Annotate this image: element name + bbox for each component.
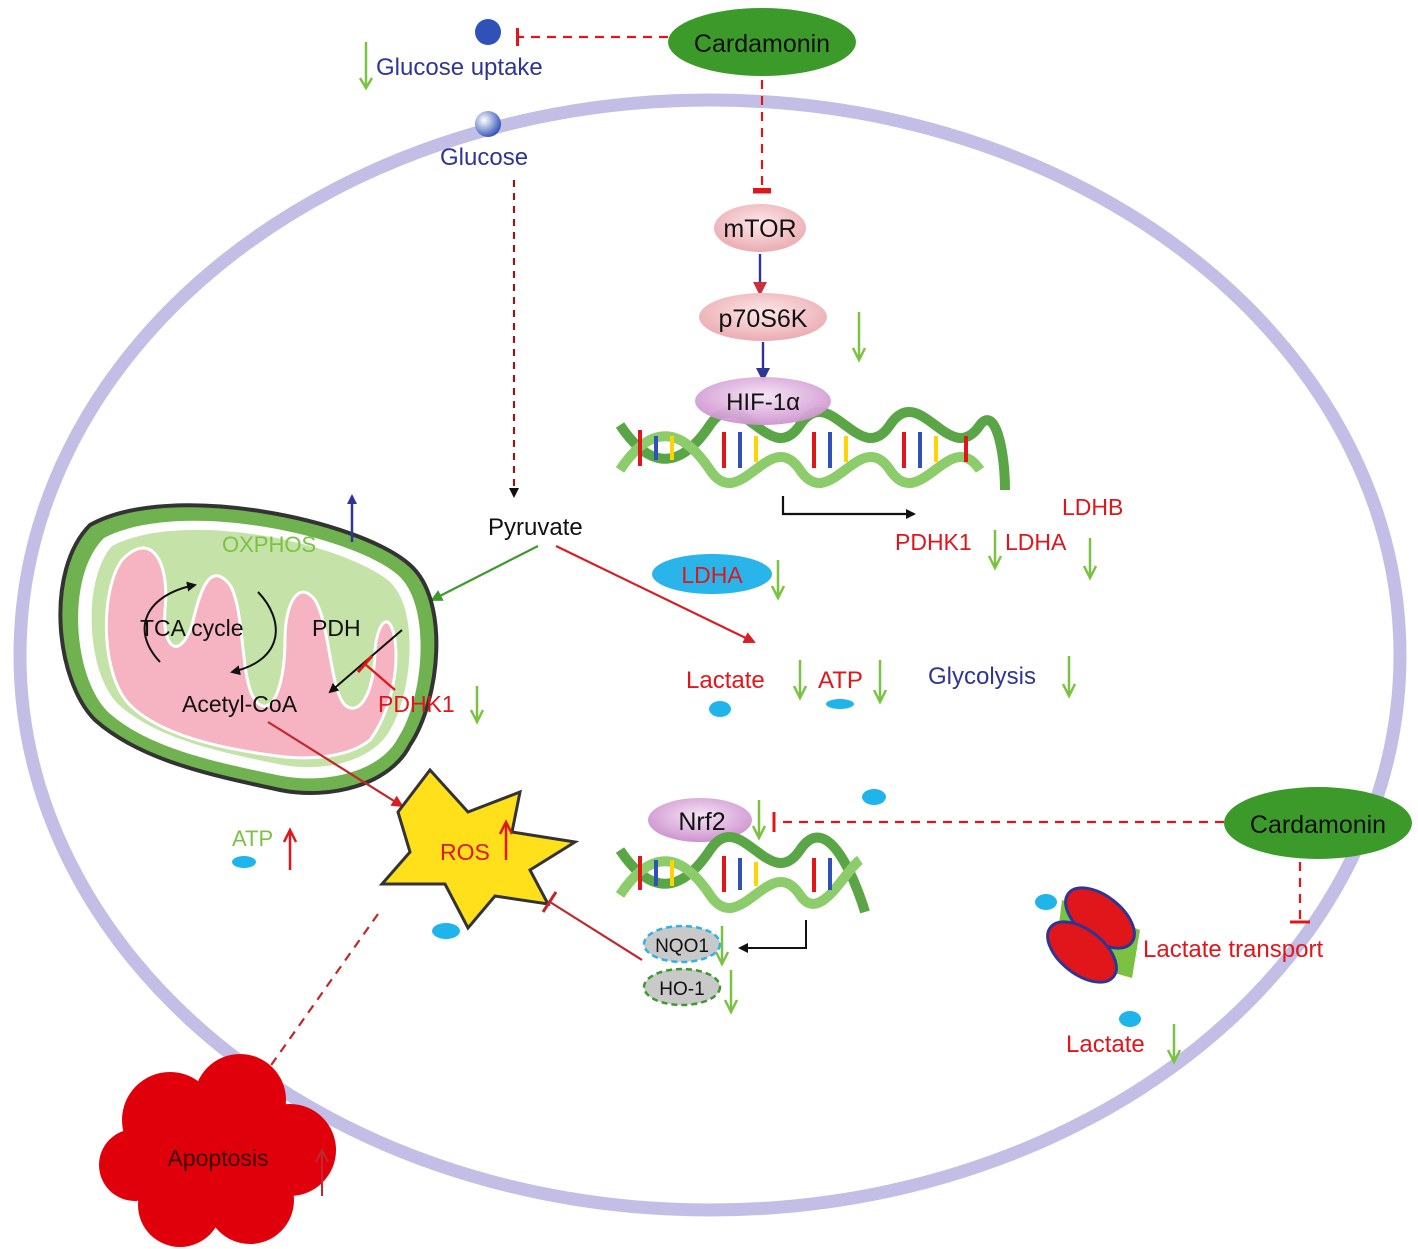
pdhk1-gene-label: PDHK1 bbox=[895, 529, 972, 555]
nrf2-label: Nrf2 bbox=[678, 808, 725, 836]
droplet-5 bbox=[432, 923, 460, 939]
apoptosis-up-arrowhead bbox=[315, 1147, 329, 1163]
glucose-label: Glucose bbox=[440, 144, 528, 171]
p70s6k-down-arrowhead bbox=[851, 347, 867, 363]
lactate-out-down-arrowhead bbox=[1166, 1049, 1182, 1065]
ros-label: ROS bbox=[440, 839, 490, 865]
nqo1-down-arrowhead bbox=[714, 951, 730, 967]
glucose-uptake-down-arrowhead bbox=[358, 77, 374, 91]
mtor-node bbox=[714, 204, 806, 252]
glycolysis-down-arrowhead bbox=[1061, 683, 1077, 699]
cell-membrane bbox=[13, 93, 1407, 1217]
glucose-molecule-inside-icon bbox=[475, 111, 501, 137]
lactate-out-label: Lactate bbox=[1066, 1031, 1145, 1058]
nqo1-node bbox=[642, 924, 722, 964]
atp-mid-label: ATP bbox=[818, 667, 863, 694]
lactate-mid-label: Lactate bbox=[686, 667, 765, 694]
mtor-to-p70s6k-arrowhead bbox=[753, 282, 767, 296]
dna-helix-top bbox=[615, 407, 1010, 491]
ros-star bbox=[378, 767, 580, 931]
cardamonin-right-node bbox=[1224, 787, 1412, 859]
cardamonin-top-node bbox=[668, 8, 856, 76]
tca-cycle-label: TCA cycle bbox=[140, 615, 244, 641]
pdhk1-inhibits-pdh-line bbox=[364, 663, 396, 691]
droplet-4 bbox=[232, 856, 256, 868]
pdhk1-inhibition-bar bbox=[356, 655, 374, 673]
nrf2-node bbox=[648, 798, 752, 842]
ho1-down-arrowhead bbox=[723, 999, 739, 1015]
cardamonin-top-label: Cardamonin bbox=[694, 30, 830, 58]
p70s6k-label: p70S6K bbox=[719, 305, 808, 333]
lactate-transporter-icon bbox=[1046, 886, 1140, 984]
droplet-1 bbox=[709, 701, 731, 717]
droplet-7 bbox=[1119, 1011, 1141, 1027]
nrf2-transcription-arrow bbox=[738, 920, 807, 953]
pdhk1-mito-label: PDHK1 bbox=[378, 691, 455, 717]
apoptosis-label: Apoptosis bbox=[167, 1145, 268, 1171]
pdhk1-gene-down-arrowhead bbox=[987, 555, 1003, 571]
mitochondrion bbox=[58, 503, 439, 795]
pyruvate-to-lactate-arrow bbox=[555, 545, 756, 644]
ldha-enzyme-down-arrowhead bbox=[770, 585, 786, 601]
pyruvate-label: Pyruvate bbox=[488, 514, 583, 541]
lactate-mid-down-arrowhead bbox=[792, 685, 808, 701]
ldhb-gene-label: LDHB bbox=[1062, 494, 1123, 520]
glucose-uptake-label: Glucose uptake bbox=[376, 54, 543, 81]
pdh-label: PDH bbox=[312, 615, 361, 641]
ldha-gene-label: LDHA bbox=[1005, 529, 1067, 555]
glycolysis-label: Glycolysis bbox=[928, 663, 1036, 690]
ho1-label: HO-1 bbox=[659, 979, 704, 1000]
hif-1a-label: HIF-1α bbox=[726, 389, 800, 416]
ldha-enzyme-label: LDHA bbox=[681, 562, 743, 588]
dna-helix-bottom bbox=[615, 832, 870, 914]
atp-left-label: ATP bbox=[232, 826, 273, 851]
lactate-transport-label: Lactate transport bbox=[1143, 936, 1323, 963]
tca-cycle-arrow-2 bbox=[230, 591, 277, 676]
mtor-label: mTOR bbox=[723, 215, 796, 243]
ros-inhibition-bar bbox=[541, 891, 558, 913]
nqo1-label: NQO1 bbox=[655, 936, 709, 957]
atp-mid-down-arrowhead bbox=[872, 689, 888, 705]
nrf2-down-arrowhead bbox=[751, 825, 767, 841]
p70s6k-node bbox=[699, 293, 827, 341]
acetyl-coa-to-ros-arrow bbox=[267, 721, 404, 808]
droplet-6 bbox=[1035, 894, 1057, 910]
pdhk1-mito-down-arrowhead bbox=[469, 709, 485, 725]
glucose-molecule-outside-icon bbox=[475, 19, 501, 45]
cardamonin-right-label: Cardamonin bbox=[1250, 811, 1386, 839]
ros-up-arrowhead bbox=[498, 819, 514, 835]
antioxidants-inhibit-ros-line bbox=[549, 901, 643, 961]
apoptosis-cloud bbox=[99, 1054, 336, 1247]
atp-left-up-arrowhead bbox=[282, 827, 298, 843]
ros-to-apoptosis-arrow bbox=[260, 913, 379, 1080]
hif-1a-node bbox=[695, 377, 831, 425]
pyruvate-to-mitochondria-arrow bbox=[430, 545, 539, 601]
droplet-3 bbox=[862, 789, 886, 805]
ldha-gene-down-arrowhead bbox=[1082, 565, 1098, 581]
acetyl-coa-label: Acetyl-CoA bbox=[182, 691, 298, 717]
ho1-node bbox=[642, 967, 722, 1007]
ldha-enzyme-pill bbox=[652, 554, 772, 594]
oxphos-label: OXPHOS bbox=[222, 532, 316, 557]
tca-cycle-arrow-1 bbox=[143, 581, 197, 663]
droplet-2 bbox=[826, 699, 854, 709]
p70s6k-to-hif-arrowhead bbox=[756, 368, 770, 382]
hif-transcription-arrow bbox=[781, 496, 916, 519]
